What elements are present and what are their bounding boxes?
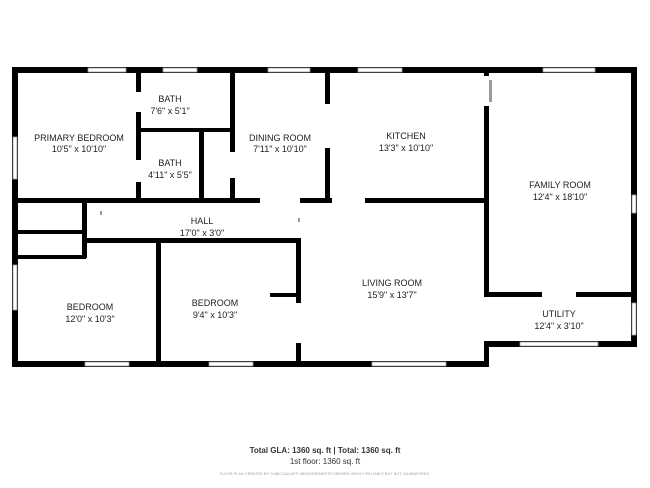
room-name-family: FAMILY ROOM (529, 180, 591, 190)
room-hall: HALL 17'0" x 3'0" (180, 216, 224, 238)
windows (12, 67, 637, 367)
room-name-dining: DINING ROOM (249, 133, 311, 143)
room-dim-kitchen: 13'3" x 10'10" (379, 143, 433, 153)
room-name-bath-lower: BATH (158, 158, 181, 168)
room-bath-upper: BATH 7'6" x 5'1" (150, 94, 189, 116)
room-dim-bath-upper: 7'6" x 5'1" (150, 106, 189, 116)
room-dim-bedroom-middle: 9'4" x 10'3" (193, 310, 237, 320)
room-bath-lower: BATH 4'11" x 5'5" (148, 158, 192, 180)
room-name-bath-upper: BATH (158, 94, 181, 104)
room-name-kitchen: KITCHEN (386, 131, 426, 141)
room-family: FAMILY ROOM 12'4" x 18'10" (529, 180, 591, 202)
room-bedroom-left: BEDROOM 12'0" x 10'3" (65, 302, 114, 324)
room-dim-primary-bedroom: 10'5" x 10'10" (52, 144, 106, 154)
floor-area-summary: 1st floor: 1360 sq. ft (289, 457, 361, 466)
room-name-bedroom-middle: BEDROOM (192, 298, 239, 308)
room-primary-bedroom: PRIMARY BEDROOM 10'5" x 10'10" (34, 133, 124, 154)
room-bedroom-middle: BEDROOM 9'4" x 10'3" (192, 298, 239, 320)
room-living: LIVING ROOM 15'9" x 13'7" (362, 278, 422, 300)
room-name-hall: HALL (191, 216, 214, 226)
room-dim-dining: 7'11" x 10'10" (253, 144, 307, 154)
room-dining: DINING ROOM 7'11" x 10'10" (249, 133, 311, 154)
room-dim-bath-lower: 4'11" x 5'5" (148, 170, 192, 180)
door-openings (100, 76, 576, 343)
room-dim-living: 15'9" x 13'7" (367, 290, 416, 300)
room-name-utility: UTILITY (542, 309, 576, 319)
room-name-primary-bedroom: PRIMARY BEDROOM (34, 133, 124, 143)
room-name-living: LIVING ROOM (362, 278, 422, 288)
room-kitchen: KITCHEN 13'3" x 10'10" (379, 131, 433, 153)
total-area-summary: Total GLA: 1360 sq. ft | Total: 1360 sq.… (249, 446, 401, 455)
room-dim-bedroom-left: 12'0" x 10'3" (65, 314, 114, 324)
room-dim-family: 12'4" x 18'10" (533, 192, 587, 202)
room-name-bedroom-left: BEDROOM (67, 302, 114, 312)
room-dim-utility: 12'4" x 3'10" (534, 321, 583, 331)
room-dim-hall: 17'0" x 3'0" (180, 228, 224, 238)
disclaimer-text: FLOOR PLAN CREATED BY CUBICASA APP. MEAS… (219, 472, 431, 476)
room-utility: UTILITY 12'4" x 3'10" (534, 309, 583, 331)
